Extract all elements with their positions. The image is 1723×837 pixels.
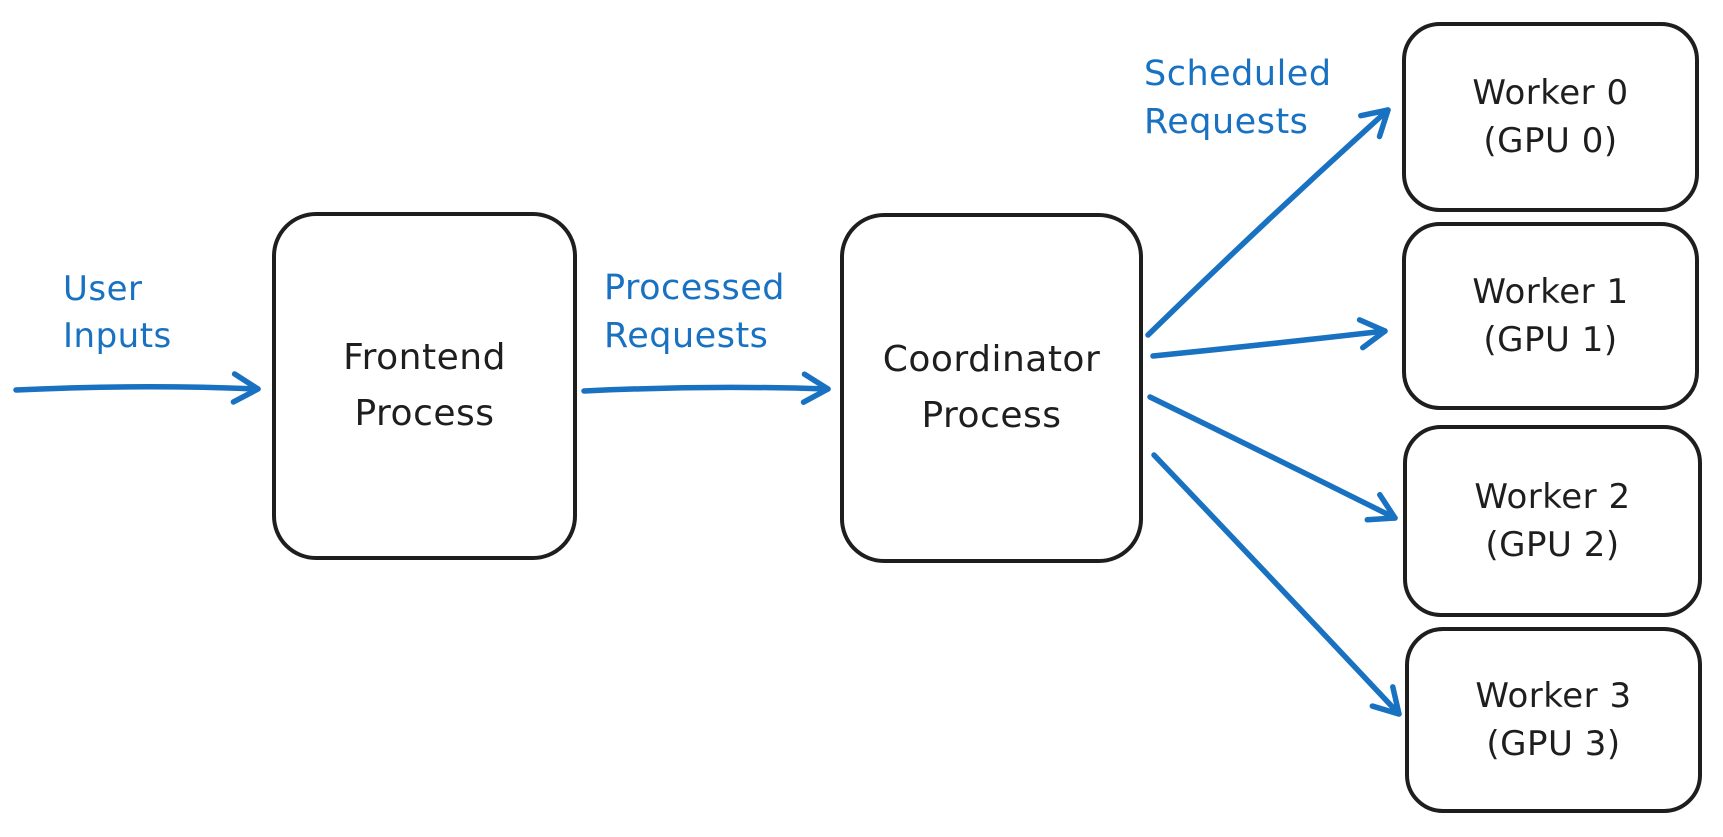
coordinator-process-line1: Coordinator — [882, 339, 1101, 380]
worker-3-line2: (GPU 3) — [1486, 724, 1621, 764]
scheduled-arrow-worker-3 — [1151, 452, 1402, 717]
worker-1-line1: Worker 1 — [1472, 272, 1629, 312]
scheduled-arrow-worker-2 — [1147, 394, 1398, 523]
scheduled-arrow-worker-1 — [1150, 317, 1388, 359]
processed-requests-line1: Processed — [604, 268, 786, 308]
scheduled-requests-line1: Scheduled — [1144, 54, 1332, 94]
worker-2-line1: Worker 2 — [1474, 477, 1631, 517]
processed-requests-label: Processed Requests — [604, 264, 785, 360]
user-inputs-line1: User — [63, 269, 143, 309]
user-inputs-arrow — [13, 371, 261, 405]
worker-1-node: Worker 1 (GPU 1) — [1402, 222, 1699, 410]
frontend-process-line1: Frontend — [343, 337, 506, 378]
worker-3-node: Worker 3 (GPU 3) — [1405, 627, 1702, 813]
worker-2-line2: (GPU 2) — [1485, 525, 1620, 565]
worker-2-node: Worker 2 (GPU 2) — [1403, 425, 1702, 617]
frontend-process-node: Frontend Process — [272, 212, 577, 560]
coordinator-process-node: Coordinator Process — [840, 213, 1143, 563]
worker-0-line1: Worker 0 — [1472, 73, 1629, 113]
worker-3-line1: Worker 3 — [1475, 676, 1632, 716]
worker-1-line2: (GPU 1) — [1483, 320, 1618, 360]
worker-0-node: Worker 0 (GPU 0) — [1402, 22, 1699, 212]
user-inputs-label: User Inputs — [63, 266, 172, 360]
user-inputs-line2: Inputs — [63, 316, 172, 356]
frontend-process-line2: Process — [354, 393, 495, 434]
scheduled-requests-line2: Requests — [1144, 102, 1309, 142]
scheduled-requests-label: Scheduled Requests — [1144, 50, 1332, 146]
coordinator-process-line2: Process — [921, 395, 1062, 436]
processed-requests-arrow — [581, 371, 831, 405]
processed-requests-line2: Requests — [604, 316, 769, 356]
worker-0-line2: (GPU 0) — [1483, 121, 1618, 161]
